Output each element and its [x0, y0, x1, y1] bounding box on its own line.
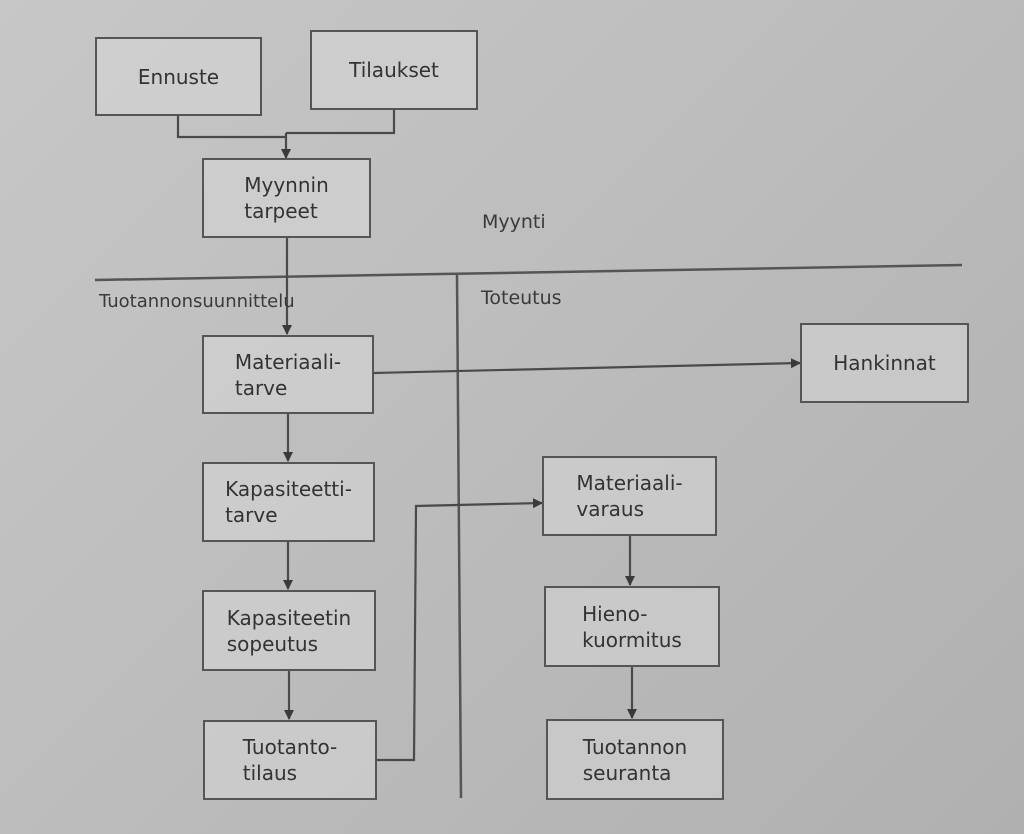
node-myynnin-tarpeet: Myynnin tarpeet: [202, 158, 371, 238]
node-kapasiteetin-sopeutus-label: Kapasiteetin sopeutus: [226, 605, 352, 656]
node-tuotannon-seuranta-label: Tuotannon seuranta: [582, 734, 688, 785]
node-kapasiteettitarve-label: Kapasiteetti- tarve: [225, 477, 352, 527]
connector-ennuste: [176, 115, 286, 139]
node-tilaukset-label: Tilaukset: [349, 58, 439, 82]
node-kapasiteetin-sopeutus: Kapasiteetin sopeutus: [202, 590, 376, 671]
arrow-to-hankinnat: [372, 358, 801, 375]
node-materiaalivaraus-label: Materiaali- varaus: [576, 471, 683, 521]
vertical-divider: [455, 274, 463, 799]
node-tuotannon-seuranta: Tuotannon seuranta: [546, 719, 724, 800]
node-ennuste-label: Ennuste: [137, 64, 220, 89]
region-label-toteutus: Toteutus: [481, 287, 562, 309]
arrow-to-materiaalivaraus: [376, 498, 543, 762]
node-materiaalitarve-label: Materiaali- tarve: [234, 349, 342, 400]
node-kapasiteettitarve: Kapasiteetti- tarve: [202, 462, 375, 542]
region-label-myynti: Myynti: [482, 211, 546, 233]
node-hienokuormitus-label: Hieno- kuormitus: [582, 601, 682, 652]
node-ennuste: Ennuste: [95, 37, 262, 116]
node-myynnin-tarpeet-label: Myynnin tarpeet: [244, 173, 329, 223]
node-materiaalivaraus: Materiaali- varaus: [542, 456, 717, 536]
node-hankinnat-label: Hankinnat: [833, 351, 936, 375]
node-hienokuormitus: Hieno- kuormitus: [544, 586, 720, 667]
node-tuotantotilaus-label: Tuotanto- tilaus: [242, 735, 338, 785]
node-hankinnat: Hankinnat: [800, 323, 969, 403]
region-label-tuotannonsuunnittelu: Tuotannonsuunnittelu: [99, 291, 295, 312]
node-tuotantotilaus: Tuotanto- tilaus: [203, 720, 377, 800]
connector-tilaukset: [286, 110, 396, 135]
horizontal-divider: [94, 263, 963, 282]
node-tilaukset: Tilaukset: [310, 30, 478, 110]
node-materiaalitarve: Materiaali- tarve: [202, 335, 374, 414]
